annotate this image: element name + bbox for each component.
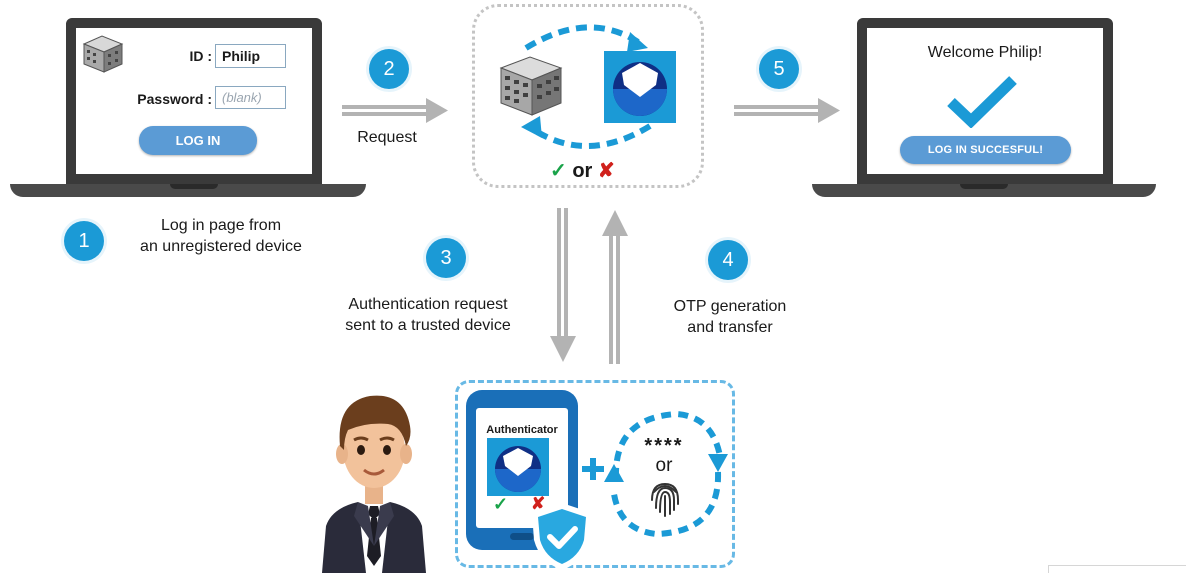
step-1-label: Log in page from an unregistered device: [106, 215, 336, 257]
step-3-label: Authentication request sent to a trusted…: [318, 294, 538, 336]
phone-cross-icon: ✘: [531, 494, 546, 513]
server-box: [472, 4, 704, 188]
building-icon: [82, 35, 124, 73]
success-laptop-base: [812, 184, 1156, 197]
id-field[interactable]: Philip: [215, 44, 286, 68]
step-3-line-2: sent to a trusted device: [345, 317, 511, 334]
step-2-badge: 2: [369, 49, 409, 89]
step-5-badge: 5: [759, 49, 799, 89]
otp-cycle-arrows: [604, 410, 728, 538]
server-cycle-arrows: [521, 24, 652, 149]
user-avatar: [322, 395, 426, 573]
step-2-label: Request: [357, 129, 417, 146]
arrow-otp-transfer: [602, 210, 628, 364]
password-field[interactable]: (blank): [215, 86, 286, 109]
login-success-button[interactable]: LOG IN SUCCESFUL!: [900, 136, 1071, 164]
arrow-auth-request: [550, 208, 576, 362]
cross-icon: ✘: [597, 160, 615, 182]
step-4-line-2: and transfer: [687, 319, 773, 336]
login-laptop-notch: [170, 184, 218, 189]
step-1-line-2: an unregistered device: [140, 238, 302, 255]
corner-artifact: [1048, 565, 1186, 573]
step-4-line-1: OTP generation: [673, 298, 787, 315]
login-button[interactable]: LOG IN: [139, 126, 257, 155]
step-4-badge: 4: [708, 240, 748, 280]
app-logo-icon: [604, 51, 676, 123]
authenticator-logo-icon: [487, 438, 549, 496]
fingerprint-icon: [651, 482, 679, 517]
step-1-line-1: Log in page from: [160, 217, 282, 234]
check-icon: ✓: [550, 160, 567, 182]
arrow-success: [734, 98, 840, 123]
plus-icon: [582, 458, 604, 480]
device-box: [455, 380, 735, 568]
phone-check-icon: ✓: [493, 494, 509, 514]
step-3-badge: 3: [426, 238, 466, 278]
success-check-icon: [947, 76, 1017, 128]
step-3-line-1: Authentication request: [348, 296, 508, 313]
result-or-text: or: [572, 160, 593, 182]
phone-home-button: [510, 533, 534, 540]
step-4-label: OTP generation and transfer: [648, 296, 812, 338]
success-laptop-notch: [960, 184, 1008, 189]
id-label: ID :: [189, 48, 212, 64]
server-building-icon: [499, 56, 563, 116]
pin-mask: ****: [644, 435, 684, 457]
shield-check-icon: [532, 503, 592, 570]
otp-or-text: or: [655, 455, 673, 476]
welcome-text: Welcome Philip!: [927, 44, 1043, 61]
arrow-request: [342, 98, 448, 123]
password-label: Password :: [137, 91, 212, 107]
server-result: ✓ or ✘: [550, 160, 630, 182]
authenticator-app-name: Authenticator: [486, 424, 558, 436]
login-laptop-base: [10, 184, 366, 197]
step-1-badge: 1: [64, 221, 104, 261]
